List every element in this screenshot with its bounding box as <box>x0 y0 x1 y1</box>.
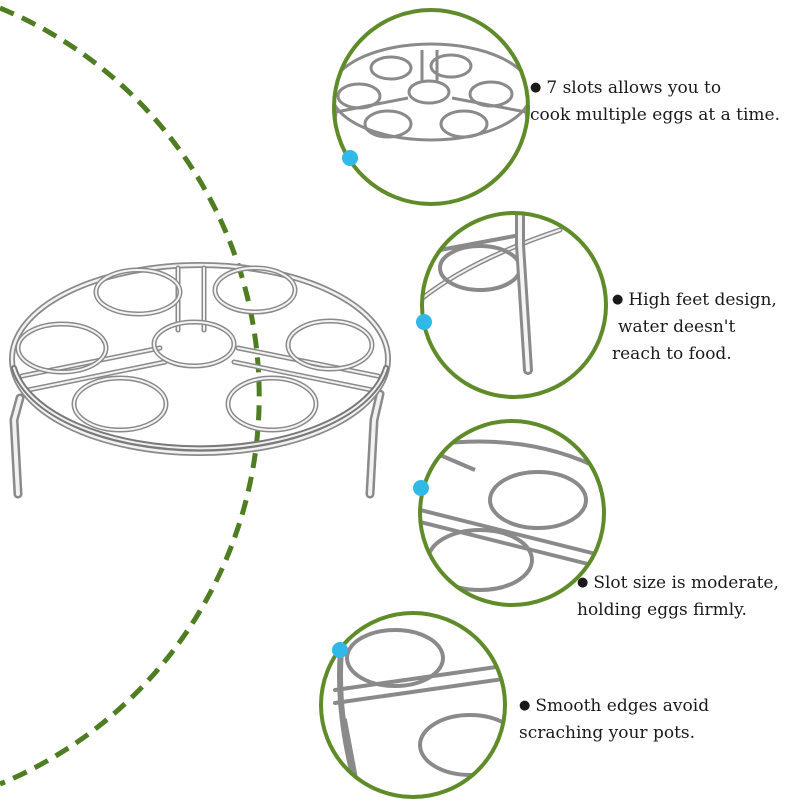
bullet-icon: ● <box>577 575 589 590</box>
feature-line: scraching your pots. <box>519 723 696 743</box>
rack-leg-highlight <box>11 392 382 496</box>
feature-line: High feet design, <box>628 290 777 310</box>
bullet-icon: ● <box>519 698 531 713</box>
feature-slot-size-text: ● Slot size is moderate, holding eggs fir… <box>577 569 779 624</box>
zoom-circle-legs <box>420 211 608 399</box>
bullet-icon: ● <box>530 80 542 95</box>
feature-line: 7 slots allows you to <box>546 78 722 98</box>
connector-dot <box>332 150 432 658</box>
feature-line: Smooth edges avoid <box>535 696 710 716</box>
feature-line: water deesn't <box>618 317 736 337</box>
feature-line: Slot size is moderate, <box>593 573 779 593</box>
feature-line: reach to food. <box>612 344 732 364</box>
dashed-arc <box>0 5 262 787</box>
feature-legs-text: ● High feet design, water deesn't reach t… <box>612 286 777 368</box>
feature-line: holding eggs firmly. <box>577 600 747 620</box>
bullet-icon: ● <box>612 292 624 307</box>
feature-edges-text: ● Smooth edges avoid scraching your pots. <box>519 692 709 747</box>
zoom-circle-edges <box>319 611 507 799</box>
zoom-circle-slots <box>332 8 530 206</box>
egg-steamer-rack-illustration <box>9 262 391 499</box>
feature-slots-text: ● 7 slots allows you to cook multiple egg… <box>530 74 780 129</box>
feature-line: cook multiple eggs at a time. <box>530 105 780 125</box>
rack-leg <box>9 389 385 499</box>
